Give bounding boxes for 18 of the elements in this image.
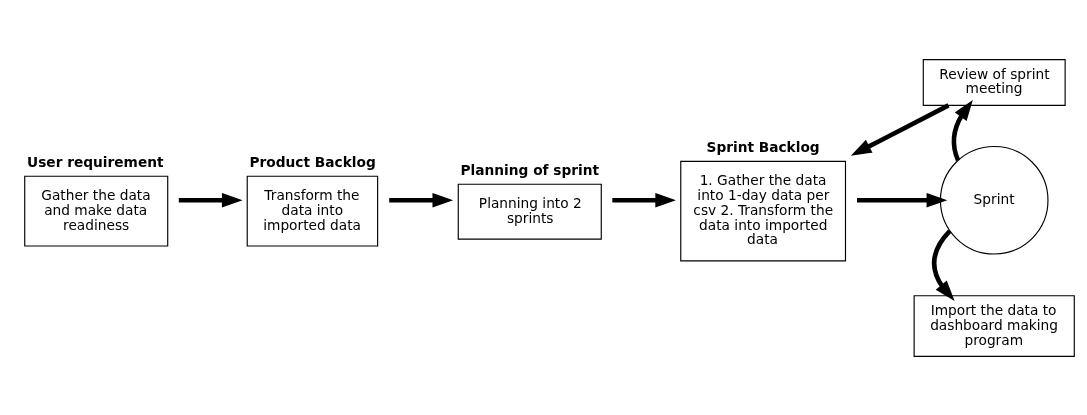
node-circle: Sprint (939, 145, 1049, 255)
node-box: Planning into 2 sprints (457, 183, 602, 240)
arrow (850, 102, 950, 156)
node-box: Review of sprint meeting (922, 58, 1066, 106)
node-box: Import the data to dashboard making program (913, 294, 1075, 357)
node-box: 1. Gather the data into 1-day data per csv 2. Transform the data into imported data (680, 160, 847, 261)
node-box: Transform the data into imported data (246, 175, 379, 247)
arrow (931, 229, 955, 301)
arrow (178, 192, 243, 207)
node-label: Planning of sprint (460, 161, 600, 178)
node-box: Gather the data and make data readiness (24, 175, 169, 247)
node-label: User requirement (27, 153, 164, 170)
arrow (857, 192, 948, 207)
arrow (389, 192, 454, 207)
arrow (951, 99, 973, 161)
arrow (612, 192, 676, 207)
node-label: Sprint Backlog (706, 138, 820, 155)
node-label: Product Backlog (249, 153, 376, 170)
